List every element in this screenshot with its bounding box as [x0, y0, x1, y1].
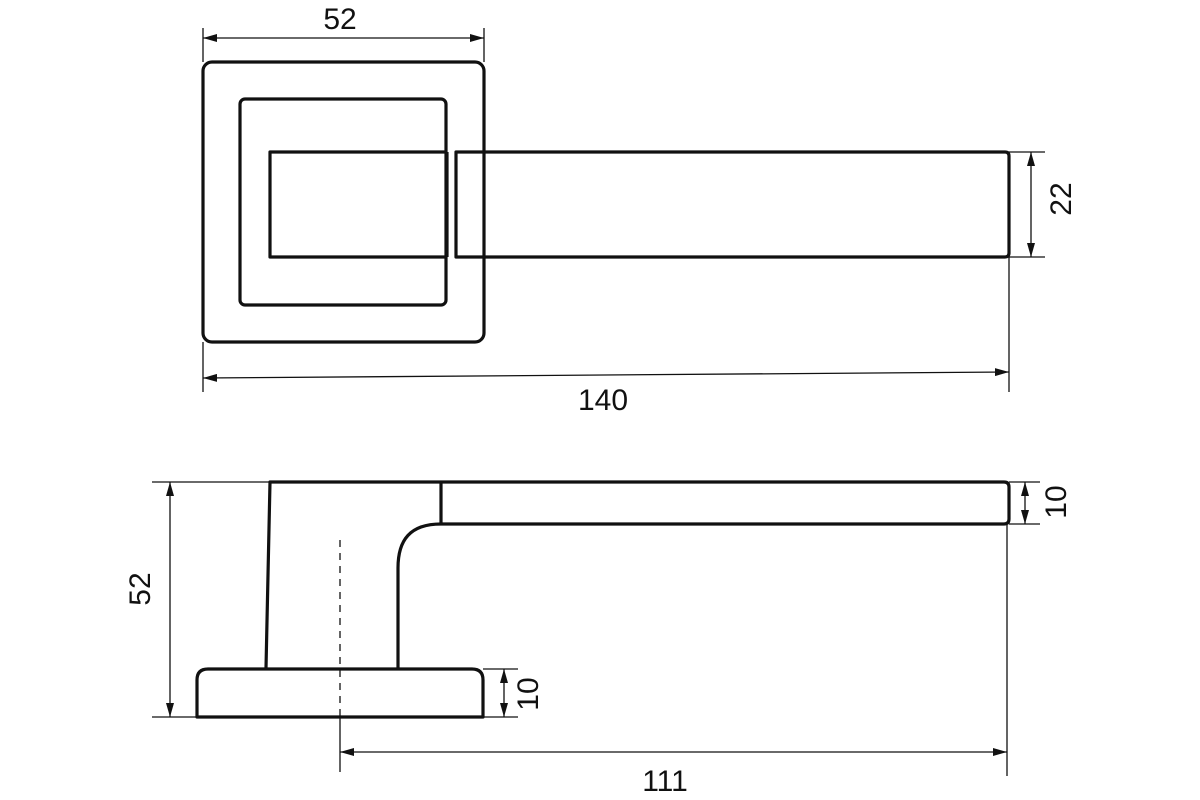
dimension-overall-height: 52	[124, 481, 270, 718]
dimension-label-rose-thickness: 10	[512, 677, 545, 710]
top-view	[201, 60, 1011, 344]
dimension-label-rose-width: 52	[323, 3, 356, 36]
dimension-label-lever-projection: 111	[642, 765, 688, 798]
lever-neck-outline	[268, 150, 447, 259]
lever-body-outline	[454, 150, 1011, 259]
lever-side-outline	[264, 480, 1011, 669]
dimension-label-lever-thickness: 10	[1040, 485, 1073, 518]
dimension-rose-width: 52	[202, 3, 485, 62]
dimension-lever-thickness: 10	[1009, 481, 1073, 525]
dimension-rose-thickness: 10	[483, 668, 545, 718]
dimension-lever-projection: 111	[339, 524, 1008, 798]
side-view	[195, 480, 1011, 719]
dimension-line	[202, 368, 1010, 382]
dimension-label-overall-length: 140	[578, 384, 628, 417]
dimension-overall-length: 140	[202, 257, 1010, 417]
rose-side-outline	[195, 667, 485, 719]
dimension-label-lever-width: 22	[1045, 182, 1078, 215]
dimension-label-overall-height: 52	[124, 572, 157, 605]
dimension-lever-width: 22	[1009, 151, 1078, 258]
rose-outer-outline	[201, 60, 486, 344]
